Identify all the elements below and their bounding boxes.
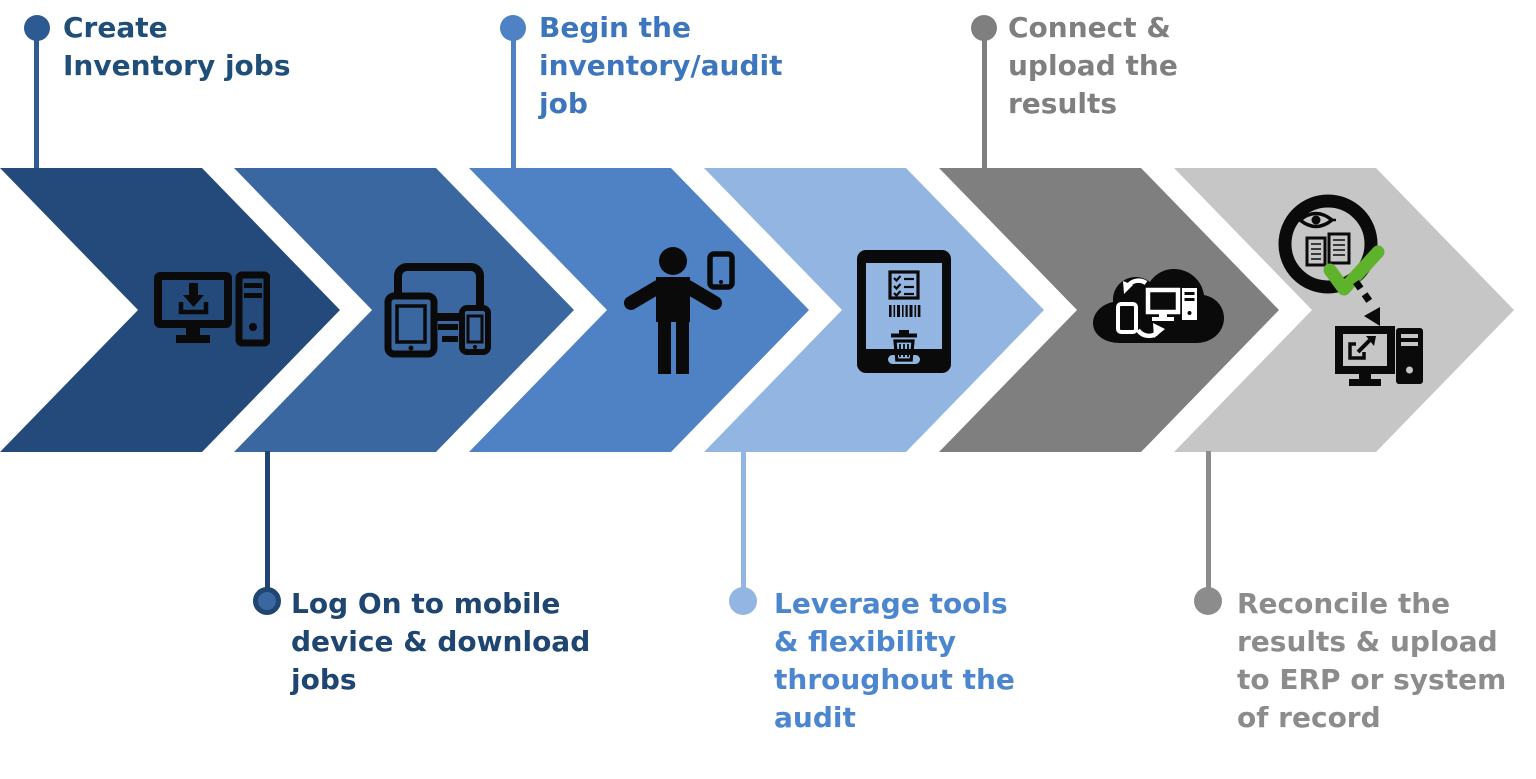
step-1-connector-dot [24, 15, 50, 41]
step-5-label: Connect & upload the results [1008, 11, 1178, 120]
cloud-sync-icon [1093, 269, 1224, 343]
step-4-label: Leverage tools & flexibility throughout … [774, 587, 1015, 734]
step-3-connector-dot [500, 15, 526, 41]
step-2-label: Log On to mobile device & download jobs [291, 587, 591, 696]
person-with-phone-icon [624, 247, 735, 374]
step-4-connector-line [740, 451, 746, 588]
step-2-connector-line [264, 451, 270, 588]
step-3-label: Begin the inventory/audit job [539, 11, 783, 120]
tablet-audit-icon [857, 250, 951, 373]
step-4-connector-dot [729, 587, 757, 615]
review-export-icon [1278, 194, 1423, 386]
multi-device-icon [384, 263, 491, 358]
step-5-connector-line [981, 38, 987, 168]
step-6-connector-line [1205, 451, 1211, 588]
step-1-connector-line [33, 38, 39, 168]
step-1-label: Create Inventory jobs [63, 11, 291, 82]
step-6-connector-dot [1194, 587, 1222, 615]
step-5-connector-dot [971, 15, 997, 41]
desktop-download-icon [154, 271, 270, 347]
step-3-connector-line [510, 38, 516, 168]
step-6-label: Reconcile the results & upload to ERP or… [1237, 587, 1507, 734]
step-2-connector-dot [253, 587, 281, 615]
